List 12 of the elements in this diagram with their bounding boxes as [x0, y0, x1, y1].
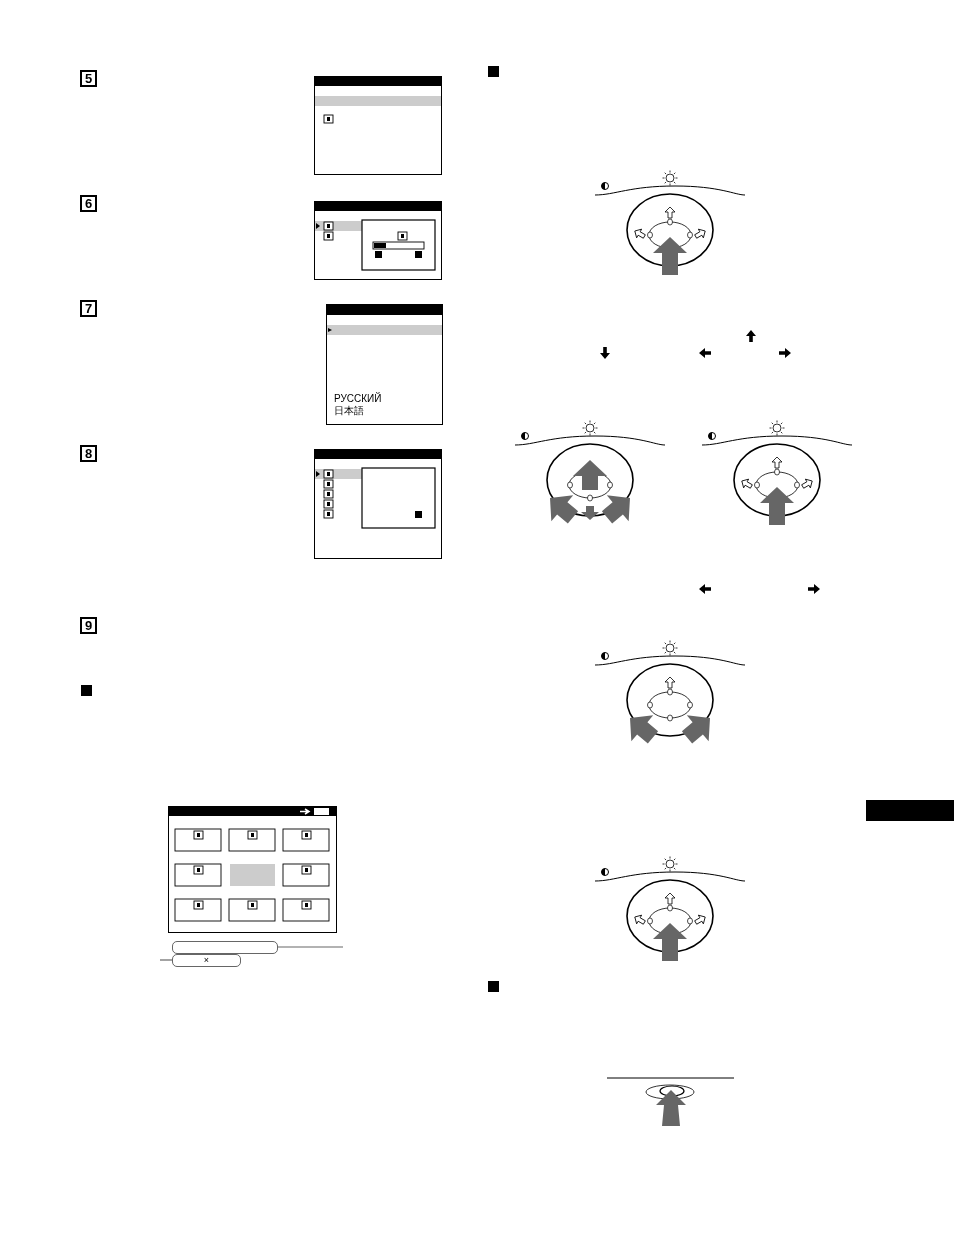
step-number: 8: [80, 445, 97, 462]
language-menu-screen: [326, 304, 443, 425]
leader-line: [277, 946, 344, 948]
menu-item: РУССКИЙ: [334, 393, 382, 404]
step-number: 9: [80, 617, 97, 634]
menu-button: ×: [172, 954, 241, 967]
step-number: 5: [80, 70, 97, 87]
step-number: 6: [80, 195, 97, 212]
leader-line: [159, 959, 173, 961]
menu-button: [172, 941, 278, 954]
menu-item: 日本語: [334, 405, 364, 416]
step-number: 7: [80, 300, 97, 317]
